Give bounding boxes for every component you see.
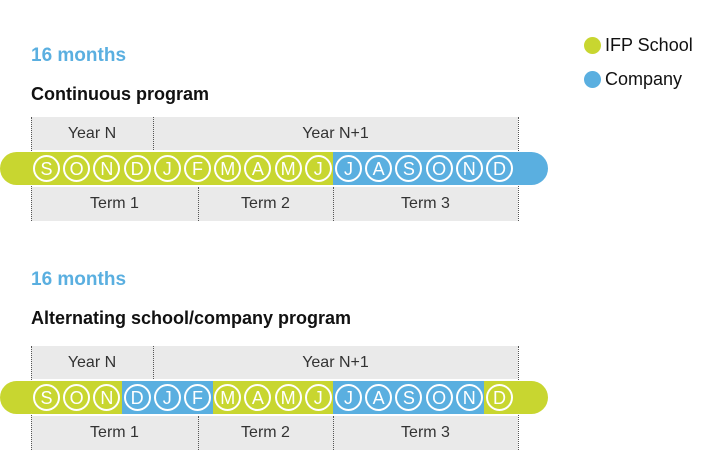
program-title: Continuous program xyxy=(31,84,209,104)
month-bubble: N xyxy=(455,384,483,411)
year-label: Year N xyxy=(67,353,117,371)
term-divider xyxy=(333,187,334,221)
term-label: Term 2 xyxy=(241,424,290,441)
month-bubble: J xyxy=(335,384,362,411)
year-row: Year N Year N+1 xyxy=(31,346,518,379)
term-divider xyxy=(198,416,199,450)
term-label: Term 3 xyxy=(401,195,450,212)
month-bubble: O xyxy=(63,384,91,411)
month-bubble: O xyxy=(63,155,91,182)
term-label: Term 3 xyxy=(401,424,450,441)
month-bubble: A xyxy=(365,384,393,411)
month-bubble: S xyxy=(395,155,423,182)
year-label: Year N+1 xyxy=(302,124,369,142)
month-bubble: N xyxy=(93,155,121,182)
month-bubble: J xyxy=(153,155,181,182)
legend-label-school: IFP School xyxy=(605,35,693,55)
year-divider xyxy=(153,117,154,150)
month-bubble: S xyxy=(395,384,423,411)
duration-title: 16 months xyxy=(31,45,127,66)
term-label: Term 2 xyxy=(241,195,290,212)
legend-item-company: Company xyxy=(584,69,682,90)
month-bubble: J xyxy=(304,155,332,182)
term-label: Term 1 xyxy=(90,195,139,212)
term-divider xyxy=(333,416,334,450)
duration-title: 16 months xyxy=(31,269,127,290)
month-bubble: D xyxy=(123,155,151,182)
month-bubble: J xyxy=(304,384,332,411)
year-label: Year N xyxy=(67,124,117,142)
month-bubble: M xyxy=(274,155,302,182)
month-bubble: M xyxy=(274,384,302,411)
month-bubble: S xyxy=(33,384,60,411)
legend-dot-school xyxy=(584,37,601,54)
month-bubble: N xyxy=(93,384,121,411)
month-bubble: A xyxy=(244,384,272,411)
year-row: Year N Year N+1 xyxy=(31,117,518,150)
term-row: Term 1 Term 2 Term 3 xyxy=(31,187,518,221)
month-bubble: J xyxy=(153,384,181,411)
term-divider xyxy=(198,187,199,221)
year-label: Year N+1 xyxy=(302,353,369,371)
month-bubble: N xyxy=(455,155,483,182)
legend-dot-company xyxy=(584,71,601,88)
month-bubble: D xyxy=(123,384,151,411)
month-bubble: F xyxy=(184,155,211,182)
month-bubble: O xyxy=(425,384,453,411)
legend-label-company: Company xyxy=(605,69,683,89)
month-bubble: O xyxy=(425,155,453,182)
term-label: Term 1 xyxy=(90,424,139,441)
month-bubble: S xyxy=(33,155,60,182)
term-row: Term 1 Term 2 Term 3 xyxy=(31,416,518,450)
month-bubble: M xyxy=(214,155,242,182)
month-bubble: D xyxy=(486,384,513,411)
month-bubble: A xyxy=(365,155,393,182)
month-bubble: F xyxy=(184,384,211,411)
month-bubble: J xyxy=(335,155,362,182)
month-bubble: A xyxy=(244,155,272,182)
program-title: Alternating school/company program xyxy=(31,308,352,328)
month-bubble: M xyxy=(214,384,242,411)
month-bubble: D xyxy=(486,155,513,182)
year-divider xyxy=(153,346,154,379)
legend-item-school: IFP School xyxy=(584,35,693,56)
